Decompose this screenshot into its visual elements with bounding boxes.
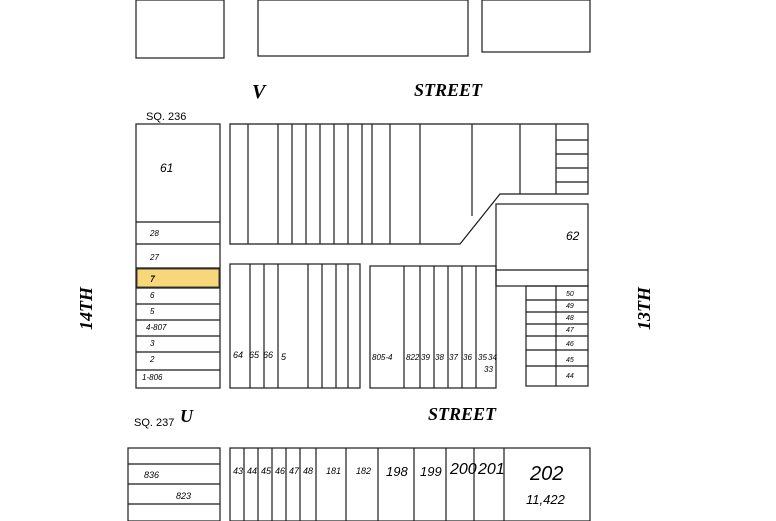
bottom-lot-6: 181: [326, 466, 341, 476]
bottom-lot-10: 200: [449, 461, 477, 478]
top-middle-block: [257, 0, 469, 57]
west-lot-0: 28: [149, 229, 159, 238]
south-lot-3: 5: [281, 352, 287, 362]
south-right-lot-7: 34: [488, 353, 497, 362]
south-lot-0: 64: [233, 350, 243, 360]
lot-823-label: 823: [176, 491, 191, 501]
bottom-lot-0: 43: [233, 466, 243, 476]
sq237-main-block: [229, 447, 591, 521]
v-street-letter: V: [252, 81, 267, 103]
west-lot-4: 5: [150, 307, 155, 316]
south-right-lot-3: 38: [435, 353, 444, 362]
south-right-lot-8: 33: [484, 365, 493, 374]
west-lot-1: 27: [149, 253, 159, 262]
top-left-block: [135, 0, 225, 59]
u-street-word: STREET: [428, 404, 497, 424]
south-right-lot-5: 36: [463, 353, 472, 362]
lot-836-label: 836: [144, 470, 159, 480]
bottom-lot-12: 202: [529, 463, 563, 485]
bottom-lot-11: 201: [477, 461, 505, 478]
top-right-block: [481, 0, 591, 53]
east-lot-6: 44: [566, 373, 574, 380]
lot-62-block: [495, 203, 589, 287]
south-right-lot-2: 39: [421, 353, 430, 362]
bottom-lot-4: 47: [289, 466, 300, 476]
bottom-lot-7: 182: [356, 466, 371, 476]
highlighted-lot[interactable]: [136, 268, 220, 288]
south-left-block: [229, 263, 361, 389]
square-237-label: SQ. 237: [134, 417, 174, 429]
east-lot-1: 49: [566, 303, 574, 310]
highlighted-lot-label: 7: [150, 274, 156, 284]
east-lot-4: 46: [566, 341, 574, 348]
east-lot-5: 45: [566, 357, 574, 364]
south-right-lot-4: 37: [449, 353, 458, 362]
bottom-lot-9: 199: [420, 464, 442, 479]
west-lot-2: 7: [150, 275, 155, 284]
lot-61-label: 61: [160, 161, 173, 175]
14th-street-label: 14TH: [76, 286, 96, 330]
south-right-lot-0: 805-4: [372, 353, 393, 362]
east-lot-2: 48: [566, 315, 574, 322]
east-lot-0: 50: [566, 291, 574, 298]
u-street-letter: U: [180, 406, 194, 426]
bottom-lot-3: 46: [275, 466, 285, 476]
north-block: [229, 123, 589, 245]
west-lot-7: 2: [149, 355, 155, 364]
bottom-lot-8: 198: [386, 464, 408, 479]
bottom-lot-2: 45: [261, 466, 272, 476]
west-lot-8: 1-806: [142, 373, 163, 382]
south-right-lot-1: 822: [406, 353, 420, 362]
west-lot-6: 3: [150, 339, 155, 348]
bottom-lot-5: 48: [303, 466, 313, 476]
bottom-lot-1: 44: [247, 466, 257, 476]
square-236-label: SQ. 236: [146, 111, 186, 123]
south-right-block: [369, 265, 497, 389]
west-lot-5: 4-807: [146, 323, 167, 332]
south-lot-2: 66: [263, 350, 273, 360]
v-street-word: STREET: [414, 80, 483, 100]
south-right-lot-6: 35: [478, 353, 487, 362]
lot-202-area: 11,422: [526, 492, 566, 507]
east-lot-3: 47: [566, 327, 575, 334]
west-lot-3: 6: [150, 291, 155, 300]
13th-street-label: 13TH: [634, 286, 654, 330]
west-strip: [135, 123, 221, 389]
lot-62-label: 62: [566, 229, 580, 243]
south-lot-1: 65: [249, 350, 260, 360]
